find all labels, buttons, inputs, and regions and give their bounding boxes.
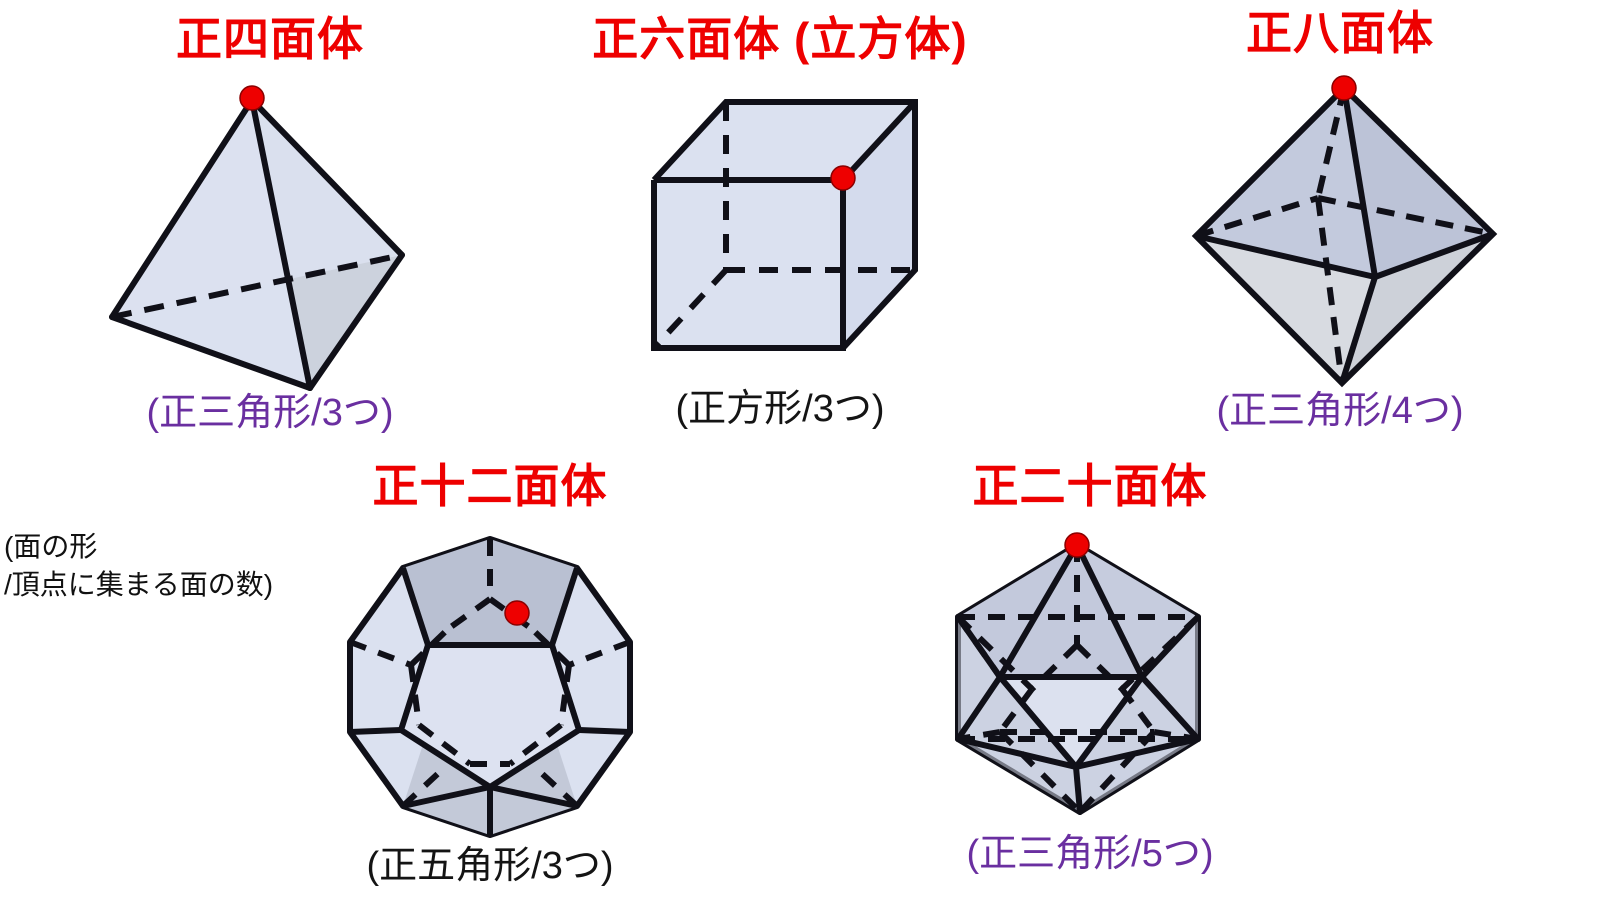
solid-caption-tetrahedron: (正三角形/3つ) (146, 392, 394, 434)
dodecahedron-face-front-center (401, 645, 579, 787)
solid-figure-hexahedron: 正六面体 (立方体) (正方形/3つ) (560, 8, 1000, 448)
tetrahedron-edge-bottom-right (307, 252, 405, 391)
dodecahedron-edge-left (349, 727, 402, 735)
tetrahedron-edge-apex-left (109, 97, 255, 320)
octahedron-edge-top-front (1341, 87, 1378, 278)
dodecahedron-edge-lower-left (402, 784, 491, 809)
cube-drawing (651, 99, 918, 351)
dodecahedron-edge-upper-right (549, 567, 580, 646)
solid-caption-hexahedron: (正方形/3つ) (675, 388, 885, 430)
legend-note: (面の形 /頂点に集まる面の数) (4, 528, 273, 604)
dodecahedron-edge-lower-right (489, 784, 578, 809)
legend-line-1: (面の形 (4, 531, 98, 562)
octahedron-hidden-edge-top-back (1315, 87, 1347, 199)
dodecahedron-edge-right (578, 727, 631, 735)
octahedron-drawing (1191, 75, 1498, 388)
octahedron-face-upper-left (1196, 88, 1375, 277)
cube-hidden-edge-diagonal (651, 267, 729, 351)
solid-title-tetrahedron: 正四面体 (176, 13, 364, 65)
solid-figure-dodecahedron: 正十二面体 (280, 455, 700, 895)
tetrahedron-edge-apex-bottom (249, 97, 313, 391)
octahedron-face-upper-right (1344, 88, 1493, 277)
solid-title-dodecahedron: 正十二面体 (372, 460, 608, 512)
dodecahedron-geometry (347, 536, 633, 838)
solid-caption-octahedron: (正三角形/4つ) (1216, 390, 1464, 432)
icosahedron-face-lower-right (1076, 617, 1198, 812)
icosahedron-geometry (955, 532, 1201, 815)
octahedron-edge-front-bottom (1339, 276, 1378, 384)
tetrahedron-edge-left-bottom (109, 314, 313, 391)
octahedron-vertex-marker-icon (1331, 75, 1357, 101)
tetrahedron-face-back (112, 100, 402, 317)
solid-title-hexahedron: 正六面体 (立方体) (592, 13, 968, 65)
solid-figure-octahedron: 正八面体 (正三角形/4つ) (1120, 0, 1560, 450)
icosahedron-drawing (955, 532, 1201, 815)
solid-caption-dodecahedron: (正五角形/3つ) (366, 845, 614, 887)
tetrahedron-hidden-edge (111, 252, 403, 320)
tetrahedron-edge-apex-right (249, 97, 405, 258)
cube-face-front (654, 180, 843, 348)
tetrahedron-drawing (109, 85, 405, 391)
solid-figure-tetrahedron: 正四面体 (正三角形/3つ) (60, 8, 480, 448)
dodecahedron-vertex-marker-icon (504, 600, 530, 626)
icosahedron-face-front-center (1000, 677, 1142, 767)
solid-figure-icosahedron: 正二十面体 (880, 455, 1300, 895)
dodecahedron-edge-upper-left (400, 567, 431, 646)
octahedron-hidden-edge-back-bottom (1315, 197, 1345, 384)
cube-face-top (654, 102, 915, 180)
solid-caption-icosahedron: (正三角形/5つ) (966, 833, 1214, 875)
tetrahedron-vertex-marker-icon (239, 85, 265, 111)
dodecahedron-face-top-back (403, 539, 577, 645)
dodecahedron-hidden-edges (348, 539, 632, 809)
octahedron-edge-left-front (1195, 233, 1376, 280)
dodecahedron-drawing (347, 536, 633, 838)
legend-line-2: /頂点に集まる面の数) (4, 568, 274, 600)
icosahedron-vertex-marker-icon (1064, 532, 1090, 558)
octahedron-hidden-edge-left-back (1195, 195, 1319, 239)
octahedron-edge-front-right (1373, 231, 1495, 280)
cube-vertex-marker-icon (830, 165, 856, 191)
solid-title-octahedron: 正八面体 (1246, 7, 1434, 59)
icosahedron-face-upper-left (958, 545, 1142, 677)
solid-title-icosahedron: 正二十面体 (972, 460, 1208, 512)
icosahedron-hidden-edges (955, 545, 1201, 815)
cube-edge-top-right-diagonal (840, 99, 918, 183)
